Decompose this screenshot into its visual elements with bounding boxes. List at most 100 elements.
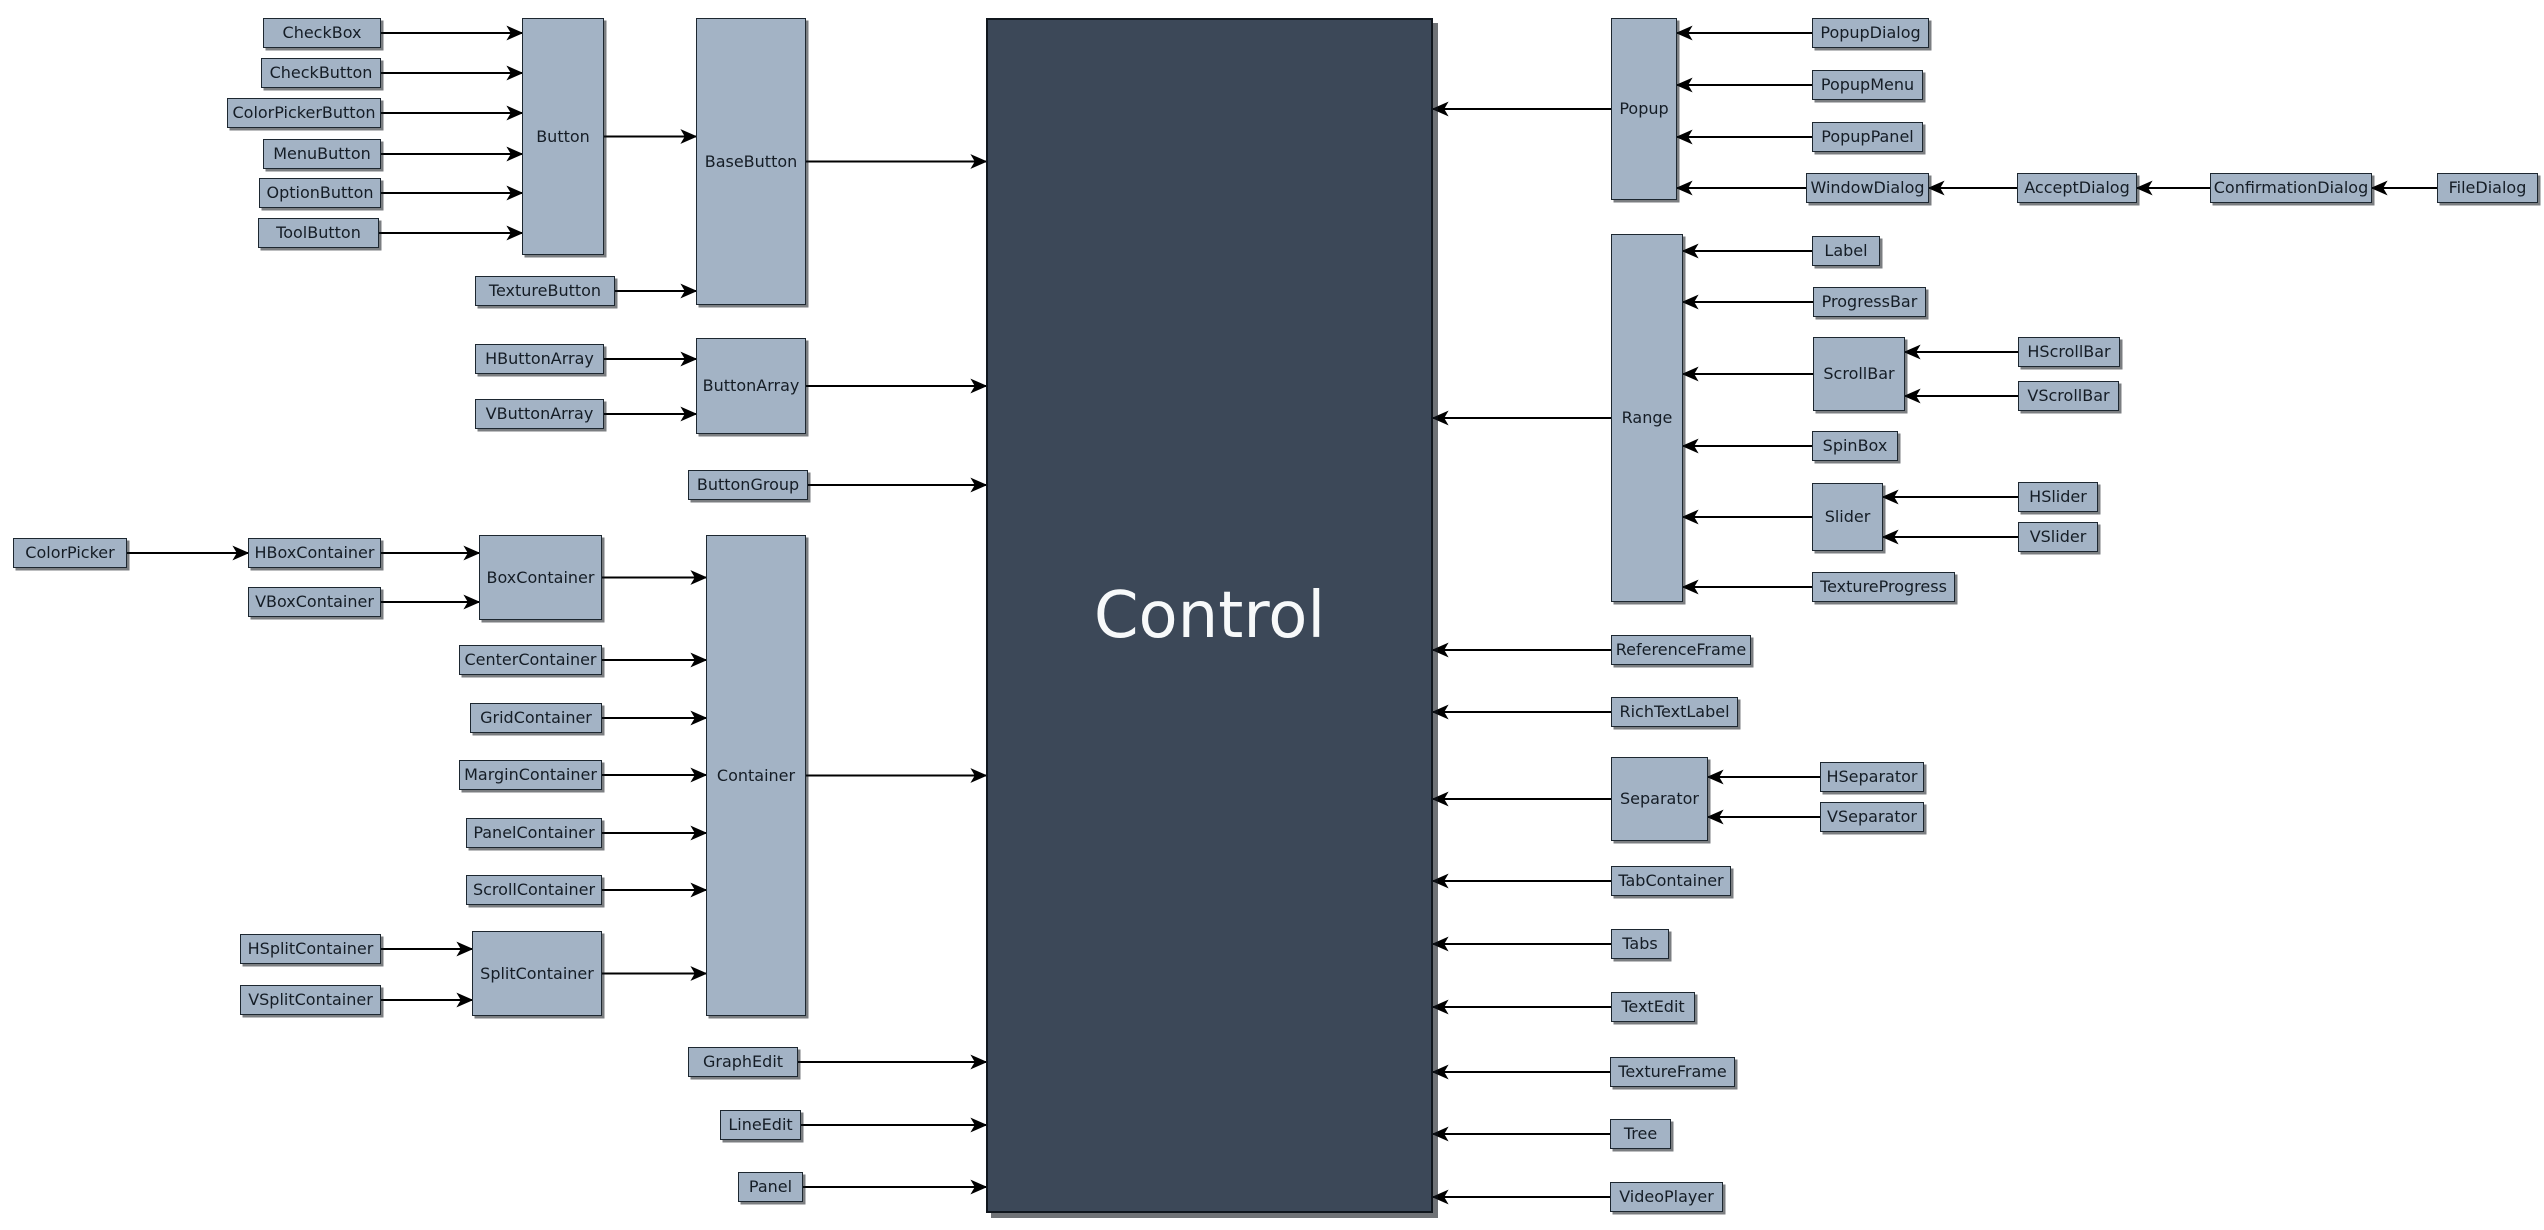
node-label: Slider xyxy=(1824,507,1871,526)
node-label: BoxContainer xyxy=(486,567,595,587)
node-WindowDialog: WindowDialog xyxy=(1806,173,1929,203)
node-label: VBoxContainer xyxy=(255,592,374,611)
node-label: VButtonArray xyxy=(485,404,594,423)
node-CenterContainer: CenterContainer xyxy=(459,645,602,675)
node-HScrollBar: HScrollBar xyxy=(2018,337,2120,367)
node-HSplitContainer: HSplitContainer xyxy=(240,934,381,964)
node-VideoPlayer: VideoPlayer xyxy=(1610,1182,1723,1212)
node-label: TextureButton xyxy=(488,281,602,300)
node-label: Separator xyxy=(1620,789,1699,808)
node-label: TabContainer xyxy=(1618,871,1724,890)
node-PanelContainer: PanelContainer xyxy=(466,818,602,848)
node-ButtonGroup: ButtonGroup xyxy=(688,470,808,500)
node-TextureProgress: TextureProgress xyxy=(1812,572,1955,602)
node-label: VideoPlayer xyxy=(1619,1187,1714,1206)
node-label: ProgressBar xyxy=(1821,292,1918,311)
node-BaseButton: BaseButton xyxy=(696,18,806,305)
node-label: Popup xyxy=(1619,99,1669,118)
node-HButtonArray: HButtonArray xyxy=(475,344,604,374)
node-TabContainer: TabContainer xyxy=(1611,866,1731,896)
node-label: BaseButton xyxy=(704,151,798,171)
node-Panel: Panel xyxy=(738,1172,803,1202)
node-PopupMenu: PopupMenu xyxy=(1812,70,1923,100)
node-PopupDialog: PopupDialog xyxy=(1812,18,1929,48)
node-label: SplitContainer xyxy=(480,963,594,983)
node-MenuButton: MenuButton xyxy=(263,139,381,169)
node-label: Tree xyxy=(1623,1124,1658,1143)
node-SplitContainer: SplitContainer xyxy=(472,931,602,1016)
node-ProgressBar: ProgressBar xyxy=(1813,287,1926,317)
node-label: LineEdit xyxy=(728,1115,793,1134)
node-label: PanelContainer xyxy=(473,823,595,842)
node-Range: Range xyxy=(1611,234,1683,602)
node-label: CheckButton xyxy=(269,63,373,82)
node-GraphEdit: GraphEdit xyxy=(688,1047,798,1077)
node-TextureFrame: TextureFrame xyxy=(1610,1057,1735,1087)
node-label: ScrollContainer xyxy=(472,880,596,899)
node-label: ColorPickerButton xyxy=(232,103,376,122)
node-Popup: Popup xyxy=(1611,18,1677,200)
node-Tabs: Tabs xyxy=(1611,929,1669,959)
node-CheckBox: CheckBox xyxy=(263,18,381,48)
node-label: Button xyxy=(536,126,590,146)
node-label: CenterContainer xyxy=(464,650,597,669)
node-label: GraphEdit xyxy=(702,1052,784,1071)
node-label: FileDialog xyxy=(2448,178,2527,197)
node-HSeparator: HSeparator xyxy=(1820,762,1924,792)
node-label: Control xyxy=(1093,578,1326,653)
node-HBoxContainer: HBoxContainer xyxy=(248,538,381,568)
node-label: ColorPicker xyxy=(25,543,115,562)
node-TextEdit: TextEdit xyxy=(1611,992,1695,1022)
node-label: MarginContainer xyxy=(464,765,597,784)
node-label: Container xyxy=(716,765,796,785)
node-label: ConfirmationDialog xyxy=(2213,178,2369,197)
node-label: HBoxContainer xyxy=(254,543,375,562)
node-label: TextEdit xyxy=(1621,997,1685,1016)
node-Separator: Separator xyxy=(1611,757,1708,841)
node-VBoxContainer: VBoxContainer xyxy=(248,587,381,617)
node-GridContainer: GridContainer xyxy=(470,703,602,733)
node-label: TextureProgress xyxy=(1820,577,1947,596)
node-FileDialog: FileDialog xyxy=(2437,173,2538,203)
node-label: OptionButton xyxy=(266,183,374,202)
node-label: CheckBox xyxy=(282,23,362,42)
node-label: RichTextLabel xyxy=(1619,702,1730,721)
node-AcceptDialog: AcceptDialog xyxy=(2017,173,2137,203)
node-label: VScrollBar xyxy=(2027,386,2110,405)
node-OptionButton: OptionButton xyxy=(259,178,381,208)
node-Tree: Tree xyxy=(1610,1119,1671,1149)
node-ConfirmationDialog: ConfirmationDialog xyxy=(2210,173,2372,203)
node-label: Label xyxy=(1824,241,1868,260)
node-label: Tabs xyxy=(1622,934,1658,953)
node-VSeparator: VSeparator xyxy=(1820,802,1924,832)
node-BoxContainer: BoxContainer xyxy=(479,535,602,620)
node-ButtonArray: ButtonArray xyxy=(696,338,806,434)
node-label: ReferenceFrame xyxy=(1615,640,1747,659)
node-label: AcceptDialog xyxy=(2024,178,2130,197)
node-ToolButton: ToolButton xyxy=(258,218,379,248)
node-label: WindowDialog xyxy=(1810,178,1925,197)
node-ScrollContainer: ScrollContainer xyxy=(466,875,602,905)
node-label: HSlider xyxy=(2029,487,2087,506)
node-label: VSplitContainer xyxy=(248,990,373,1009)
node-label: PopupDialog xyxy=(1820,23,1921,42)
node-label: HScrollBar xyxy=(2027,342,2111,361)
node-Container: Container xyxy=(706,535,806,1016)
node-Slider: Slider xyxy=(1812,483,1883,551)
node-HSlider: HSlider xyxy=(2018,482,2098,512)
node-Label: Label xyxy=(1812,236,1880,266)
node-ScrollBar: ScrollBar xyxy=(1813,337,1905,411)
node-VScrollBar: VScrollBar xyxy=(2018,381,2119,411)
node-label: ButtonGroup xyxy=(696,475,800,494)
node-LineEdit: LineEdit xyxy=(720,1110,801,1140)
node-label: TextureFrame xyxy=(1618,1062,1727,1081)
node-label: ButtonArray xyxy=(702,376,800,395)
node-label: VSlider xyxy=(2029,527,2087,546)
node-label: HButtonArray xyxy=(485,349,594,368)
node-TextureButton: TextureButton xyxy=(475,276,615,306)
node-PopupPanel: PopupPanel xyxy=(1812,122,1923,152)
node-label: SpinBox xyxy=(1822,436,1888,455)
node-CheckButton: CheckButton xyxy=(261,58,381,88)
node-label: ToolButton xyxy=(276,223,361,242)
